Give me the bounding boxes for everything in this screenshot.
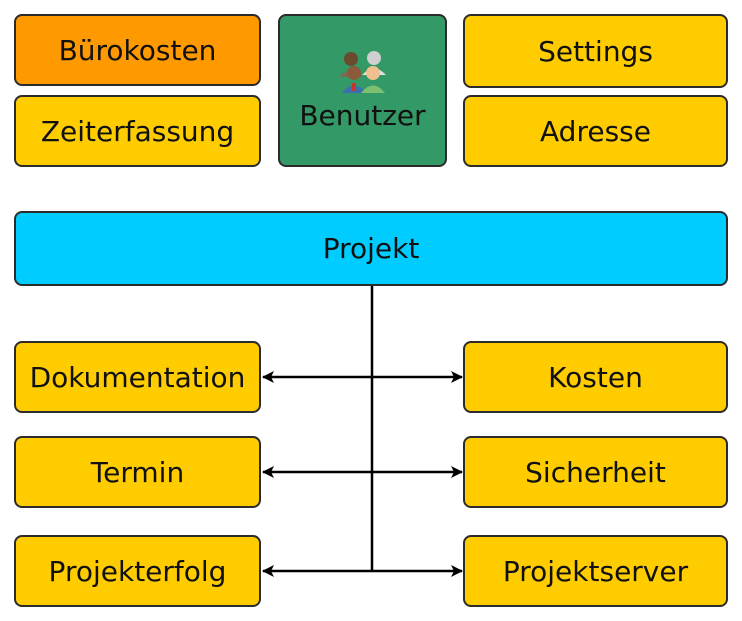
- kosten-label: Kosten: [548, 360, 643, 394]
- dokumentation-label: Dokumentation: [29, 360, 246, 394]
- settings-box[interactable]: Settings: [463, 14, 728, 88]
- projektserver-box[interactable]: Projektserver: [463, 535, 728, 607]
- projekt-box[interactable]: Projekt: [14, 211, 728, 286]
- sicherheit-label: Sicherheit: [525, 455, 666, 489]
- settings-label: Settings: [538, 34, 653, 68]
- kosten-box[interactable]: Kosten: [463, 341, 728, 413]
- projektserver-label: Projektserver: [502, 554, 689, 588]
- projekterfolg-box[interactable]: Projekterfolg: [14, 535, 261, 607]
- projekt-label: Projekt: [322, 232, 420, 265]
- benutzer-label: Benutzer: [299, 99, 426, 132]
- adresse-label: Adresse: [540, 114, 651, 148]
- buerokosten-label: Bürokosten: [58, 33, 217, 67]
- zeiterfassung-box[interactable]: Zeiterfassung: [14, 95, 261, 167]
- termin-label: Termin: [90, 455, 185, 489]
- sicherheit-box[interactable]: Sicherheit: [463, 436, 728, 508]
- termin-box[interactable]: Termin: [14, 436, 261, 508]
- zeiterfassung-label: Zeiterfassung: [40, 114, 235, 148]
- dokumentation-box[interactable]: Dokumentation: [14, 341, 261, 413]
- projekterfolg-label: Projekterfolg: [48, 554, 227, 588]
- buerokosten-box[interactable]: Bürokosten: [14, 14, 261, 86]
- adresse-box[interactable]: Adresse: [463, 95, 728, 167]
- benutzer-box[interactable]: Benutzer: [278, 14, 447, 167]
- users-icon: [338, 51, 386, 93]
